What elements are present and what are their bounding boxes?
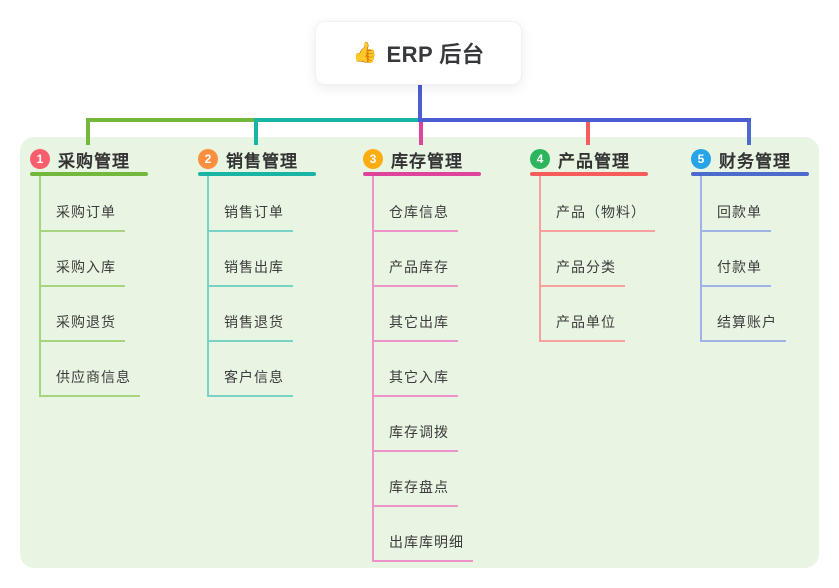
thumbs-up-icon: 👍 xyxy=(352,42,378,64)
child-node[interactable]: 付款单 xyxy=(700,245,771,287)
branch-label: 产品管理 xyxy=(558,151,630,171)
child-node[interactable]: 结算账户 xyxy=(700,300,786,342)
branch-label: 财务管理 xyxy=(719,151,791,171)
branch-drop-line xyxy=(586,118,590,145)
branch-number-badge: 1 xyxy=(30,149,50,169)
child-node[interactable]: 产品库存 xyxy=(372,245,458,287)
branch-label: 采购管理 xyxy=(58,151,130,171)
branch-label: 销售管理 xyxy=(226,151,298,171)
child-label: 销售退货 xyxy=(224,314,284,330)
branch-number-badge: 3 xyxy=(363,149,383,169)
branch-underline xyxy=(363,172,481,176)
branch-node-2[interactable]: 2 销售管理 xyxy=(198,147,298,171)
branch-child-trunk xyxy=(372,176,374,562)
child-node[interactable]: 其它入库 xyxy=(372,355,458,397)
branch-drop-line xyxy=(86,118,90,145)
branch-underline xyxy=(198,172,316,176)
child-label: 客户信息 xyxy=(224,369,284,385)
branch-node-5[interactable]: 5 财务管理 xyxy=(691,147,791,171)
child-label: 供应商信息 xyxy=(56,369,131,385)
child-label: 产品分类 xyxy=(556,259,616,275)
branch-drop-line xyxy=(419,118,423,145)
branch-underline xyxy=(530,172,648,176)
branch-underline xyxy=(691,172,809,176)
root-node[interactable]: 👍 ERP 后台 xyxy=(315,21,522,85)
branch-drop-line xyxy=(254,118,258,145)
branch-child-trunk xyxy=(700,176,702,342)
child-node[interactable]: 采购入库 xyxy=(39,245,125,287)
child-label: 产品单位 xyxy=(556,314,616,330)
child-node[interactable]: 供应商信息 xyxy=(39,355,140,397)
child-label: 出库库明细 xyxy=(389,534,464,550)
rail-left-green xyxy=(86,118,254,122)
rail-right-blue xyxy=(418,118,751,122)
branch-child-trunk xyxy=(539,176,541,342)
root-title: ERP 后台 xyxy=(386,42,485,67)
branch-label: 库存管理 xyxy=(391,151,463,171)
child-label: 仓库信息 xyxy=(389,204,449,220)
child-node[interactable]: 销售订单 xyxy=(207,190,293,232)
child-node[interactable]: 库存盘点 xyxy=(372,465,458,507)
child-node[interactable]: 仓库信息 xyxy=(372,190,458,232)
child-node[interactable]: 其它出库 xyxy=(372,300,458,342)
branch-node-3[interactable]: 3 库存管理 xyxy=(363,147,463,171)
branch-drop-line xyxy=(747,118,751,145)
child-label: 采购退货 xyxy=(56,314,116,330)
child-label: 采购订单 xyxy=(56,204,116,220)
child-node[interactable]: 出库库明细 xyxy=(372,520,473,562)
child-label: 其它入库 xyxy=(389,369,449,385)
child-label: 采购入库 xyxy=(56,259,116,275)
child-label: 库存调拨 xyxy=(389,424,449,440)
child-node[interactable]: 库存调拨 xyxy=(372,410,458,452)
child-label: 销售出库 xyxy=(224,259,284,275)
child-label: 销售订单 xyxy=(224,204,284,220)
child-node[interactable]: 销售退货 xyxy=(207,300,293,342)
child-label: 回款单 xyxy=(717,204,762,220)
child-label: 产品库存 xyxy=(389,259,449,275)
branch-number-badge: 5 xyxy=(691,149,711,169)
branch-underline xyxy=(30,172,148,176)
branch-number-badge: 2 xyxy=(198,149,218,169)
branch-node-1[interactable]: 1 采购管理 xyxy=(30,147,130,171)
child-label: 其它出库 xyxy=(389,314,449,330)
root-connector-line xyxy=(418,85,422,122)
child-node[interactable]: 客户信息 xyxy=(207,355,293,397)
child-node[interactable]: 销售出库 xyxy=(207,245,293,287)
branches-panel xyxy=(20,137,819,568)
child-label: 库存盘点 xyxy=(389,479,449,495)
child-node[interactable]: 回款单 xyxy=(700,190,771,232)
child-node[interactable]: 产品分类 xyxy=(539,245,625,287)
child-node[interactable]: 采购订单 xyxy=(39,190,125,232)
child-node[interactable]: 产品（物料） xyxy=(539,190,655,232)
branch-number-badge: 4 xyxy=(530,149,550,169)
child-label: 产品（物料） xyxy=(556,204,646,220)
branch-node-4[interactable]: 4 产品管理 xyxy=(530,147,630,171)
rail-mid-teal xyxy=(254,118,418,122)
child-label: 结算账户 xyxy=(717,314,777,330)
child-node[interactable]: 产品单位 xyxy=(539,300,625,342)
child-label: 付款单 xyxy=(717,259,762,275)
child-node[interactable]: 采购退货 xyxy=(39,300,125,342)
